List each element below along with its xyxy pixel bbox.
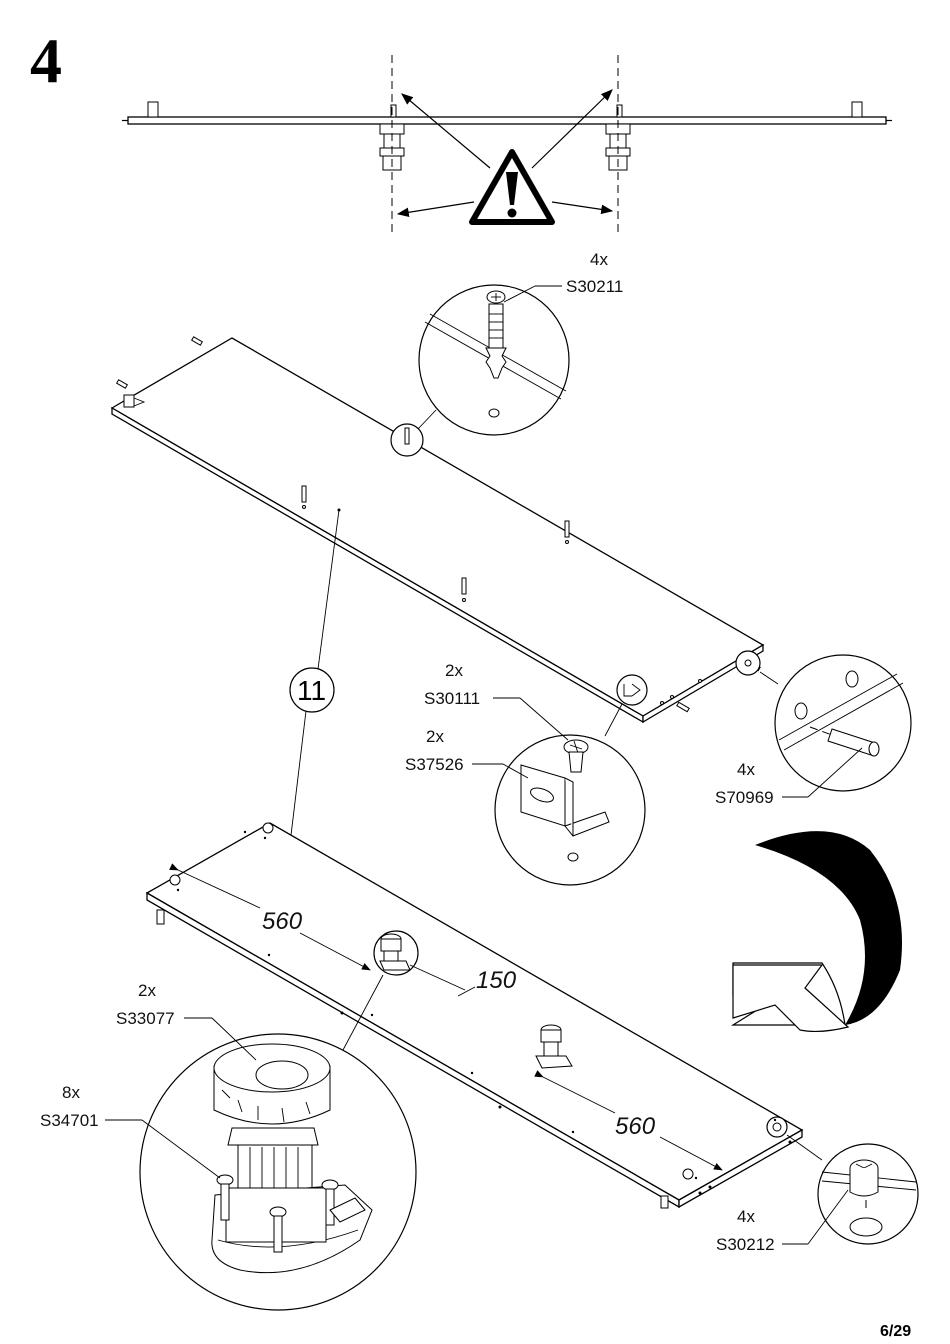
warning-triangle-icon bbox=[469, 149, 555, 225]
dimension-right-offset: 560 bbox=[615, 1113, 656, 1140]
bottom-panel: 560 150 560 bbox=[145, 822, 804, 1209]
detail-dowel bbox=[759, 654, 912, 792]
part-qty-s34701: 8x bbox=[62, 1083, 80, 1102]
part-code-s37526: S37526 bbox=[405, 755, 464, 774]
detail-screw-top bbox=[417, 284, 570, 436]
dimension-left-offset: 560 bbox=[262, 908, 303, 935]
detail-bracket bbox=[494, 703, 646, 886]
part-qty-s70969: 4x bbox=[737, 760, 755, 779]
part-code-s33077: S33077 bbox=[116, 1009, 175, 1028]
part-qty-s37526: 2x bbox=[426, 727, 444, 746]
detail-cam bbox=[786, 1134, 919, 1245]
dimension-inset: 150 bbox=[476, 967, 517, 994]
part-code-s34701: S34701 bbox=[40, 1111, 99, 1130]
part-qty-s33077: 2x bbox=[138, 981, 156, 1000]
part-code-s70969: S70969 bbox=[715, 788, 774, 807]
leveler-right-iso bbox=[535, 1024, 573, 1069]
flip-arrow-icon bbox=[730, 831, 902, 1033]
part-qty-s30212: 4x bbox=[737, 1207, 755, 1226]
detail-leveler bbox=[139, 974, 417, 1311]
top-panel bbox=[110, 336, 765, 724]
part-code-s30111: S30111 bbox=[424, 689, 480, 708]
step-number: 4 bbox=[30, 25, 62, 96]
part-code-s30211: S30211 bbox=[566, 277, 623, 296]
panel-number: 11 bbox=[297, 675, 326, 706]
leveler-left-iso bbox=[373, 930, 419, 976]
part-qty-s30111: 2x bbox=[445, 661, 463, 680]
side-view-diagram bbox=[122, 55, 892, 235]
part-qty-s30211: 4x bbox=[590, 250, 608, 269]
part-code-s30212: S30212 bbox=[716, 1235, 775, 1254]
page-number: 6/29 bbox=[880, 1323, 911, 1340]
